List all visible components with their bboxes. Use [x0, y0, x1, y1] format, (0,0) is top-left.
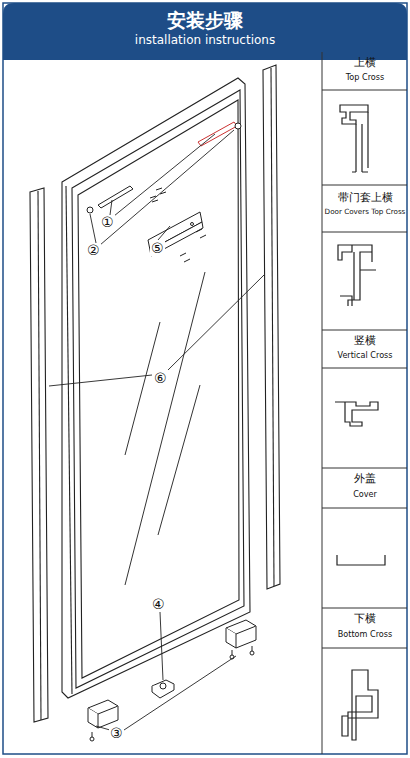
- profile-name-en: Vertical Cross: [322, 350, 408, 360]
- profile-name-en: Door Covers Top Cross: [322, 207, 408, 216]
- callout-number: ②: [86, 243, 101, 258]
- callout-number: ①: [100, 215, 115, 230]
- profile-name-en: Bottom Cross: [322, 629, 408, 639]
- subtitle: installation instructions: [0, 33, 410, 47]
- profile-name: 外盖: [322, 472, 408, 486]
- callout-number: ③: [109, 726, 124, 741]
- profile-name: 下横: [322, 612, 408, 626]
- profile-name: 上横: [322, 56, 408, 70]
- title: 安装步骤: [0, 8, 410, 34]
- callout-number: ⑤: [150, 241, 165, 256]
- profile-name-en: Top Cross: [322, 72, 408, 82]
- profile-name: 竖横: [322, 334, 408, 348]
- callout-number: ④: [151, 597, 166, 612]
- callout-number: ⑥: [153, 371, 168, 386]
- profile-name: 带门套上横: [322, 191, 408, 205]
- profile-name-en: Cover: [322, 489, 408, 499]
